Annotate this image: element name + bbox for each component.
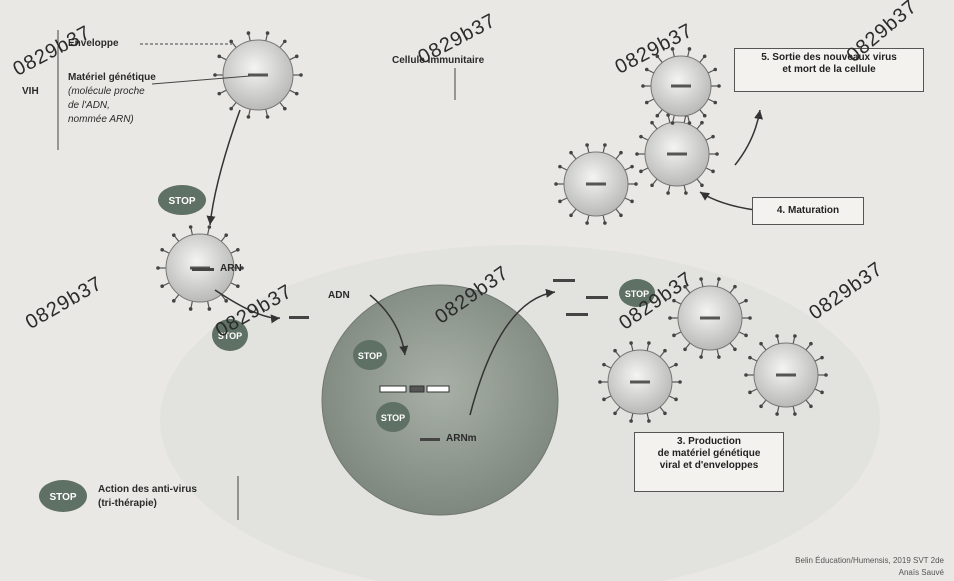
step3-line2: de matériel génétique (639, 448, 779, 460)
step5-line2: et mort de la cellule (739, 64, 919, 76)
label-arnm: ARNm (446, 433, 477, 445)
label-arn: ARN (220, 263, 242, 275)
stop-sign-4: STOP (376, 402, 410, 432)
step5-box: 5. Sortie des nouveaux virus et mort de … (734, 48, 924, 92)
arrow-entry (210, 110, 240, 225)
arrow-maturation (700, 192, 755, 210)
step3-line1: 3. Production (639, 436, 779, 448)
step4-label: 4. Maturation (757, 205, 859, 217)
label-nommee-arn: nommée ARN) (68, 114, 134, 126)
arnm-strand (420, 438, 440, 441)
virus-maturing-1 (554, 143, 638, 225)
arrow-to-step5 (735, 110, 760, 165)
step5-line1: 5. Sortie des nouveaux virus (739, 52, 919, 64)
cyto-strand-2 (586, 296, 608, 299)
adn-strand (289, 316, 309, 319)
stop-text-3: STOP (358, 351, 382, 361)
step3-box: 3. Production de matériel génétique vira… (634, 432, 784, 492)
cyto-strand-1 (553, 279, 575, 282)
label-materiel-genetique: Matériel génétique (68, 72, 156, 84)
stop-sign-3: STOP (353, 340, 387, 370)
label-molecule-proche: (molécule proche (68, 86, 145, 98)
dna-segment-3 (427, 386, 449, 392)
credit-line-1: Belin Éducation/Humensis, 2019 SVT 2de (795, 556, 944, 565)
step3-line3: viral et d'enveloppes (639, 460, 779, 472)
label-vih: VIH (22, 86, 39, 98)
credit-line-2: Anaïs Sauvé (899, 568, 944, 577)
stop-sign-legend: STOP (39, 480, 87, 512)
label-de-adn: de l'ADN, (68, 100, 110, 112)
legend-action-1: Action des anti-virus (98, 484, 197, 496)
virus-maturing-2 (635, 113, 719, 195)
stop-text-legend: STOP (49, 492, 76, 503)
cyto-strand-3 (566, 313, 588, 316)
step4-box: 4. Maturation (752, 197, 864, 225)
legend-action-2: (tri-thérapie) (98, 498, 157, 510)
label-adn: ADN (328, 290, 350, 302)
dna-segment-1 (380, 386, 406, 392)
stop-text-1: STOP (168, 196, 195, 207)
arn-strand (192, 268, 214, 271)
stop-text-4: STOP (381, 413, 405, 423)
dna-segment-2 (410, 386, 424, 392)
stop-sign-1: STOP (158, 185, 206, 215)
